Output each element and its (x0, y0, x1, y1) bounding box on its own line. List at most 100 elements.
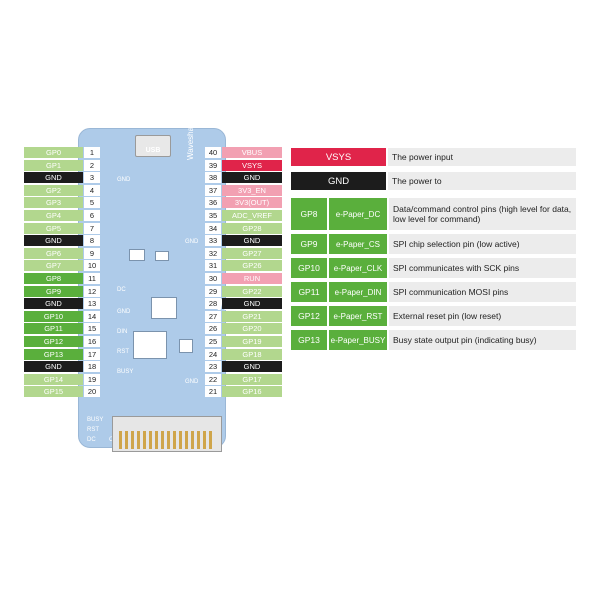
pin-label-left: GND (24, 172, 83, 183)
silk-busy: BUSY (117, 369, 134, 375)
pin-number-left: 16 (84, 336, 100, 347)
pin-number-left: 9 (84, 248, 100, 259)
pin-number-right: 24 (205, 349, 221, 360)
pin-label-left: GP12 (24, 336, 83, 347)
pin-label-left: GND (24, 298, 83, 309)
chip-large (151, 297, 177, 319)
pin-number-left: 18 (84, 361, 100, 372)
e-paper-driver-board: USB W BUSY RST DIN GND DC GND GND GND BU… (78, 128, 230, 448)
gpio-cell: GP10 (291, 258, 327, 278)
silk-bottom-busy: BUSY (87, 417, 104, 423)
pin-number-right: 31 (205, 260, 221, 271)
pin-number-right: 28 (205, 298, 221, 309)
pin-label-left: GP9 (24, 286, 83, 297)
pin-label-left: GP2 (24, 185, 83, 196)
pin-number-right: 37 (205, 185, 221, 196)
pin-label-right: GP18 (222, 349, 282, 360)
pin-label-right: ADC_VREF (222, 210, 282, 221)
pin-number-right: 27 (205, 311, 221, 322)
pin-label-left: GP11 (24, 323, 83, 334)
pin-number-right: 34 (205, 223, 221, 234)
pin-number-left: 14 (84, 311, 100, 322)
pin-label-right: 3V3(OUT) (222, 197, 282, 208)
signal-cell: e-Paper_BUSY (329, 330, 387, 350)
silk-din: DIN (117, 329, 128, 335)
signal-cell: e-Paper_CLK (329, 258, 387, 278)
brand-name: Waveshare (186, 119, 195, 160)
pin-number-right: 23 (205, 361, 221, 372)
pin-label-right: GP19 (222, 336, 282, 347)
pin-label-right: GP21 (222, 311, 282, 322)
gpio-cell: GP11 (291, 282, 327, 302)
pin-number-right: 21 (205, 386, 221, 397)
description-cell: Data/command control pins (high level fo… (389, 198, 576, 230)
gpio-cell: GP12 (291, 306, 327, 326)
pin-number-right: 36 (205, 197, 221, 208)
silk-bottom-rst: RST (87, 427, 99, 433)
pin-number-right: 40 (205, 147, 221, 158)
pin-label-left: GP8 (24, 273, 83, 284)
pin-label-left: GP4 (24, 210, 83, 221)
pin-label-left: GP13 (24, 349, 83, 360)
connector-contacts (119, 431, 215, 449)
pin-number-left: 2 (84, 160, 100, 171)
pin-label-right: GP20 (222, 323, 282, 334)
chip-small-3 (133, 331, 167, 359)
pin-number-left: 6 (84, 210, 100, 221)
signal-cell: e-Paper_DIN (329, 282, 387, 302)
pin-label-left: GND (24, 361, 83, 372)
usb-label: USB (145, 147, 161, 154)
pin-label-left: GP10 (24, 311, 83, 322)
pin-number-right: 30 (205, 273, 221, 284)
pin-number-left: 17 (84, 349, 100, 360)
gpio-cell: GP8 (291, 198, 327, 230)
pin-label-left: GP15 (24, 386, 83, 397)
pin-label-right: GP22 (222, 286, 282, 297)
description-cell: External reset pin (low reset) (389, 306, 576, 326)
pin-number-left: 19 (84, 374, 100, 385)
pin-number-left: 7 (84, 223, 100, 234)
usb-port (135, 135, 171, 157)
pin-label-left: GP0 (24, 147, 83, 158)
gpio-cell: GP13 (291, 330, 327, 350)
pin-number-left: 12 (84, 286, 100, 297)
pin-label-left: GP14 (24, 374, 83, 385)
pin-label-left: GP1 (24, 160, 83, 171)
pin-number-right: 22 (205, 374, 221, 385)
gpio-cell: GP9 (291, 234, 327, 254)
pin-label-right: GND (222, 235, 282, 246)
legend-pin: GND (291, 172, 386, 190)
pin-number-left: 8 (84, 235, 100, 246)
pin-number-left: 13 (84, 298, 100, 309)
pin-label-right: GP27 (222, 248, 282, 259)
pin-number-left: 10 (84, 260, 100, 271)
description-cell: SPI communicates with SCK pins (389, 258, 576, 278)
pin-label-right: GP26 (222, 260, 282, 271)
signal-cell: e-Paper_RST (329, 306, 387, 326)
pin-label-right: GP17 (222, 374, 282, 385)
legend-desc: The power input (388, 148, 576, 166)
pin-number-right: 33 (205, 235, 221, 246)
pin-label-right: 3V3_EN (222, 185, 282, 196)
pin-label-left: GND (24, 235, 83, 246)
pin-number-left: 11 (84, 273, 100, 284)
pin-number-left: 20 (84, 386, 100, 397)
pin-label-right: GND (222, 298, 282, 309)
silk-rst: RST (117, 349, 129, 355)
chip-small-2 (155, 251, 169, 261)
pin-label-right: VBUS (222, 147, 282, 158)
legend-pin: VSYS (291, 148, 386, 166)
pin-label-right: GND (222, 361, 282, 372)
legend-desc: The power to (388, 172, 576, 190)
pin-number-right: 38 (205, 172, 221, 183)
chip-small-1 (129, 249, 145, 261)
pin-label-left: GP6 (24, 248, 83, 259)
silk-gnd-1: GND (117, 309, 131, 315)
pin-label-right: RUN (222, 273, 282, 284)
